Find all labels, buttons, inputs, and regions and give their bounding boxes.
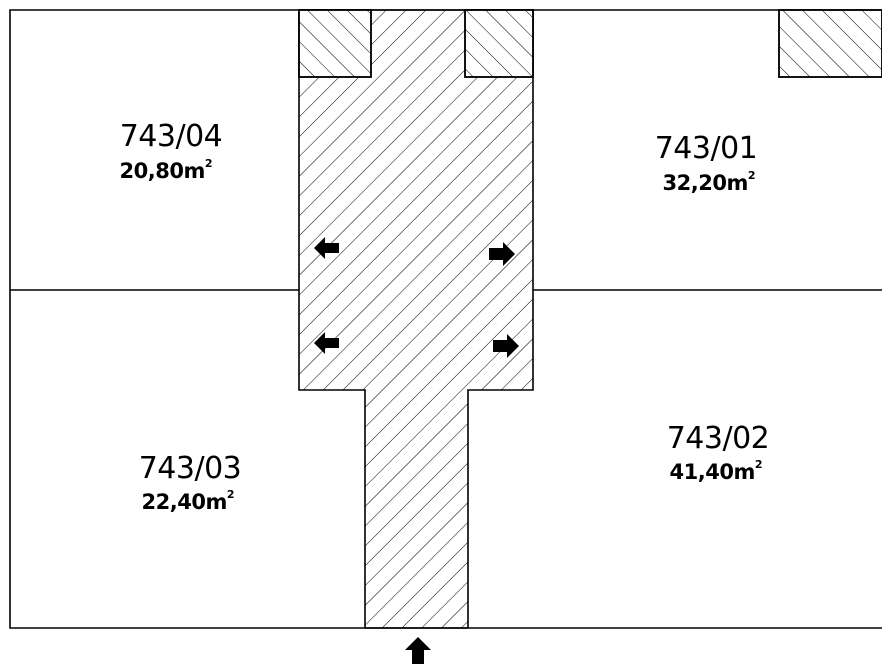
parcel-id: 743/03	[139, 451, 242, 486]
parcel-area: 41,40m2	[670, 458, 763, 484]
parcel-id: 743/01	[655, 131, 758, 166]
parcel-area: 32,20m2	[663, 169, 756, 195]
parcel-743-03: 743/03 22,40m2	[139, 451, 242, 514]
structural-block-center-hatch	[464, 9, 534, 78]
arrow-left-icon	[314, 332, 339, 354]
parcel-743-04: 743/04 20,80m2	[120, 119, 223, 183]
parcel-area: 22,40m2	[142, 488, 235, 514]
arrow-right-icon	[493, 334, 519, 358]
arrow-left-icon	[314, 237, 339, 259]
structural-block-left-hatch	[298, 9, 372, 78]
parcel-743-02: 743/02 41,40m2	[667, 421, 770, 484]
arrow-right-icon	[489, 242, 515, 266]
parcel-id: 743/04	[120, 119, 223, 154]
parcel-743-01: 743/01 32,20m2	[655, 131, 758, 195]
common-corridor	[298, 9, 534, 629]
parcel-area: 20,80m2	[120, 157, 213, 183]
parcel-id: 743/02	[667, 421, 770, 456]
structural-block-right-hatch	[778, 9, 882, 78]
arrow-up-icon	[405, 637, 431, 664]
